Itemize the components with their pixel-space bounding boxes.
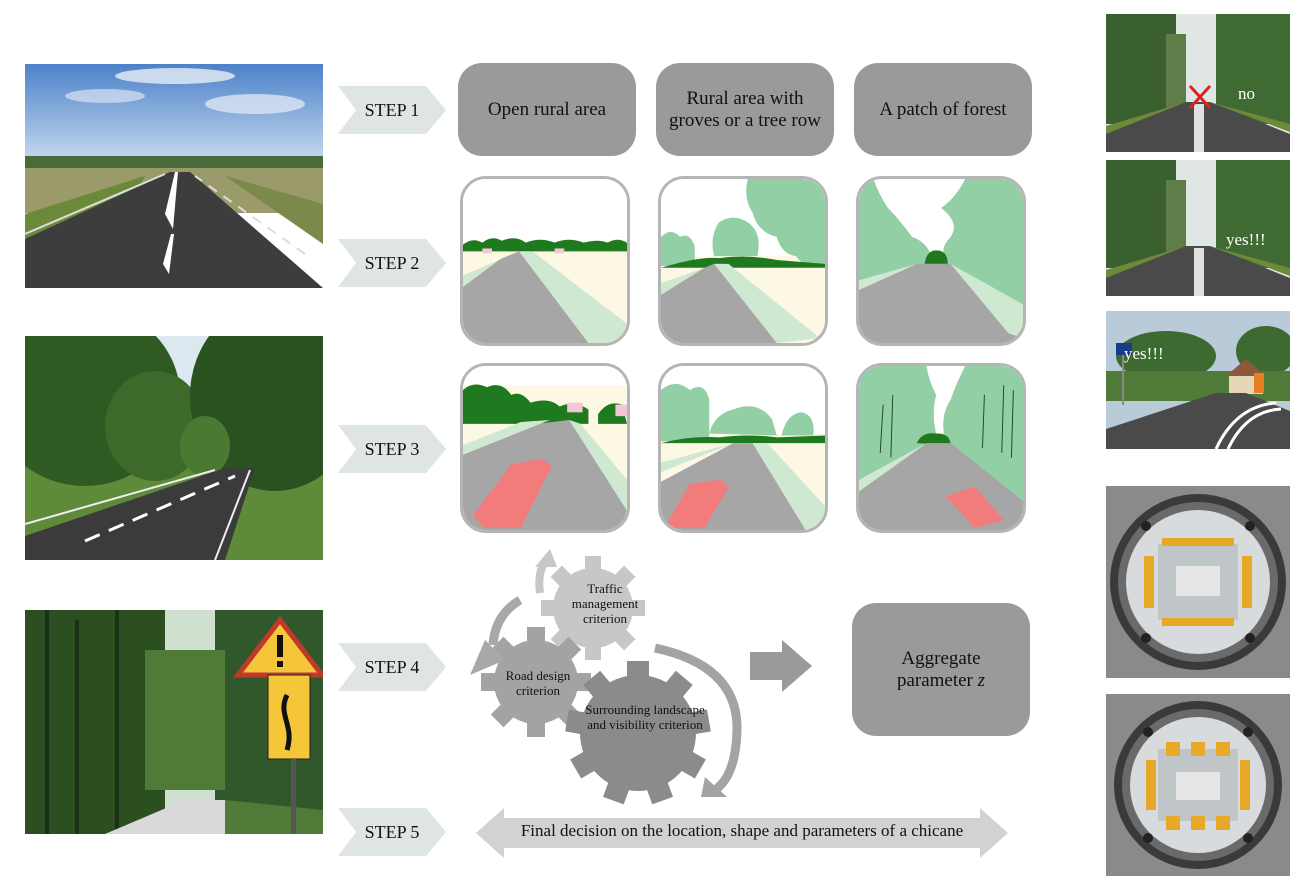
sketch-forest-chicane bbox=[856, 363, 1026, 533]
photo-forest-road-sign bbox=[25, 610, 323, 834]
step-2-chevron: STEP 2 bbox=[338, 239, 446, 287]
sketch-open-rural-chicane bbox=[460, 363, 630, 533]
photo-village-yes: yes!!! bbox=[1106, 311, 1290, 449]
road-gear-label: Road design criterion bbox=[505, 668, 571, 698]
landscape-gear-label: Surrounding landscape and visibility cri… bbox=[585, 702, 705, 732]
area-forest-label: A patch of forest bbox=[879, 98, 1007, 120]
step-5-label: STEP 5 bbox=[364, 822, 420, 842]
no-label: no bbox=[1238, 84, 1255, 103]
landscape-gear-icon bbox=[565, 661, 711, 805]
final-decision-arrow bbox=[476, 808, 1008, 858]
step-3-label: STEP 3 bbox=[364, 439, 420, 459]
sketch-rural-groves-chicane bbox=[658, 363, 828, 533]
step-1-chevron: STEP 1 bbox=[338, 86, 446, 134]
photo-road-stud-2 bbox=[1106, 694, 1290, 876]
photo-forest-no: no bbox=[1106, 14, 1290, 152]
step-3-chevron: STEP 3 bbox=[338, 425, 446, 473]
yes-label-1: yes!!! bbox=[1226, 230, 1266, 249]
step-4-chevron: STEP 4 bbox=[338, 643, 446, 691]
area-forest-box: A patch of forest bbox=[854, 63, 1032, 156]
step-4-label: STEP 4 bbox=[364, 657, 420, 677]
step-1-label: STEP 1 bbox=[364, 100, 420, 120]
photo-open-rural-road bbox=[25, 64, 323, 288]
step-5-chevron: STEP 5 bbox=[338, 808, 446, 856]
sketch-forest-patch bbox=[856, 176, 1026, 346]
traffic-gear-icon bbox=[541, 556, 645, 660]
aggregate-line2: parameter z bbox=[896, 669, 986, 691]
right-arrow-icon bbox=[750, 640, 812, 692]
aggregate-parameter-box: Aggregate parameter z bbox=[852, 603, 1030, 736]
area-open-rural-label: Open rural area bbox=[487, 98, 607, 120]
yes-label-2: yes!!! bbox=[1124, 344, 1164, 363]
sketch-open-rural bbox=[460, 176, 630, 346]
gears-diagram bbox=[470, 549, 742, 805]
step-2-label: STEP 2 bbox=[364, 253, 420, 273]
sketch-rural-groves bbox=[658, 176, 828, 346]
cycle-arrow-icon bbox=[488, 596, 523, 646]
area-groves-label: Rural area with groves or a tree row bbox=[669, 87, 821, 131]
final-decision-label: Final decision on the location, shape an… bbox=[520, 821, 964, 840]
traffic-gear-label: Traffic management criterion bbox=[571, 581, 639, 626]
photo-road-stud-1 bbox=[1106, 486, 1290, 678]
aggregate-var: z bbox=[977, 669, 986, 691]
photo-forest-yes: yes!!! bbox=[1106, 160, 1290, 296]
aggregate-line1: Aggregate bbox=[901, 647, 981, 669]
photo-tree-row-road bbox=[25, 336, 323, 560]
area-open-rural-box: Open rural area bbox=[458, 63, 636, 156]
area-groves-box: Rural area with groves or a tree row bbox=[656, 63, 834, 156]
